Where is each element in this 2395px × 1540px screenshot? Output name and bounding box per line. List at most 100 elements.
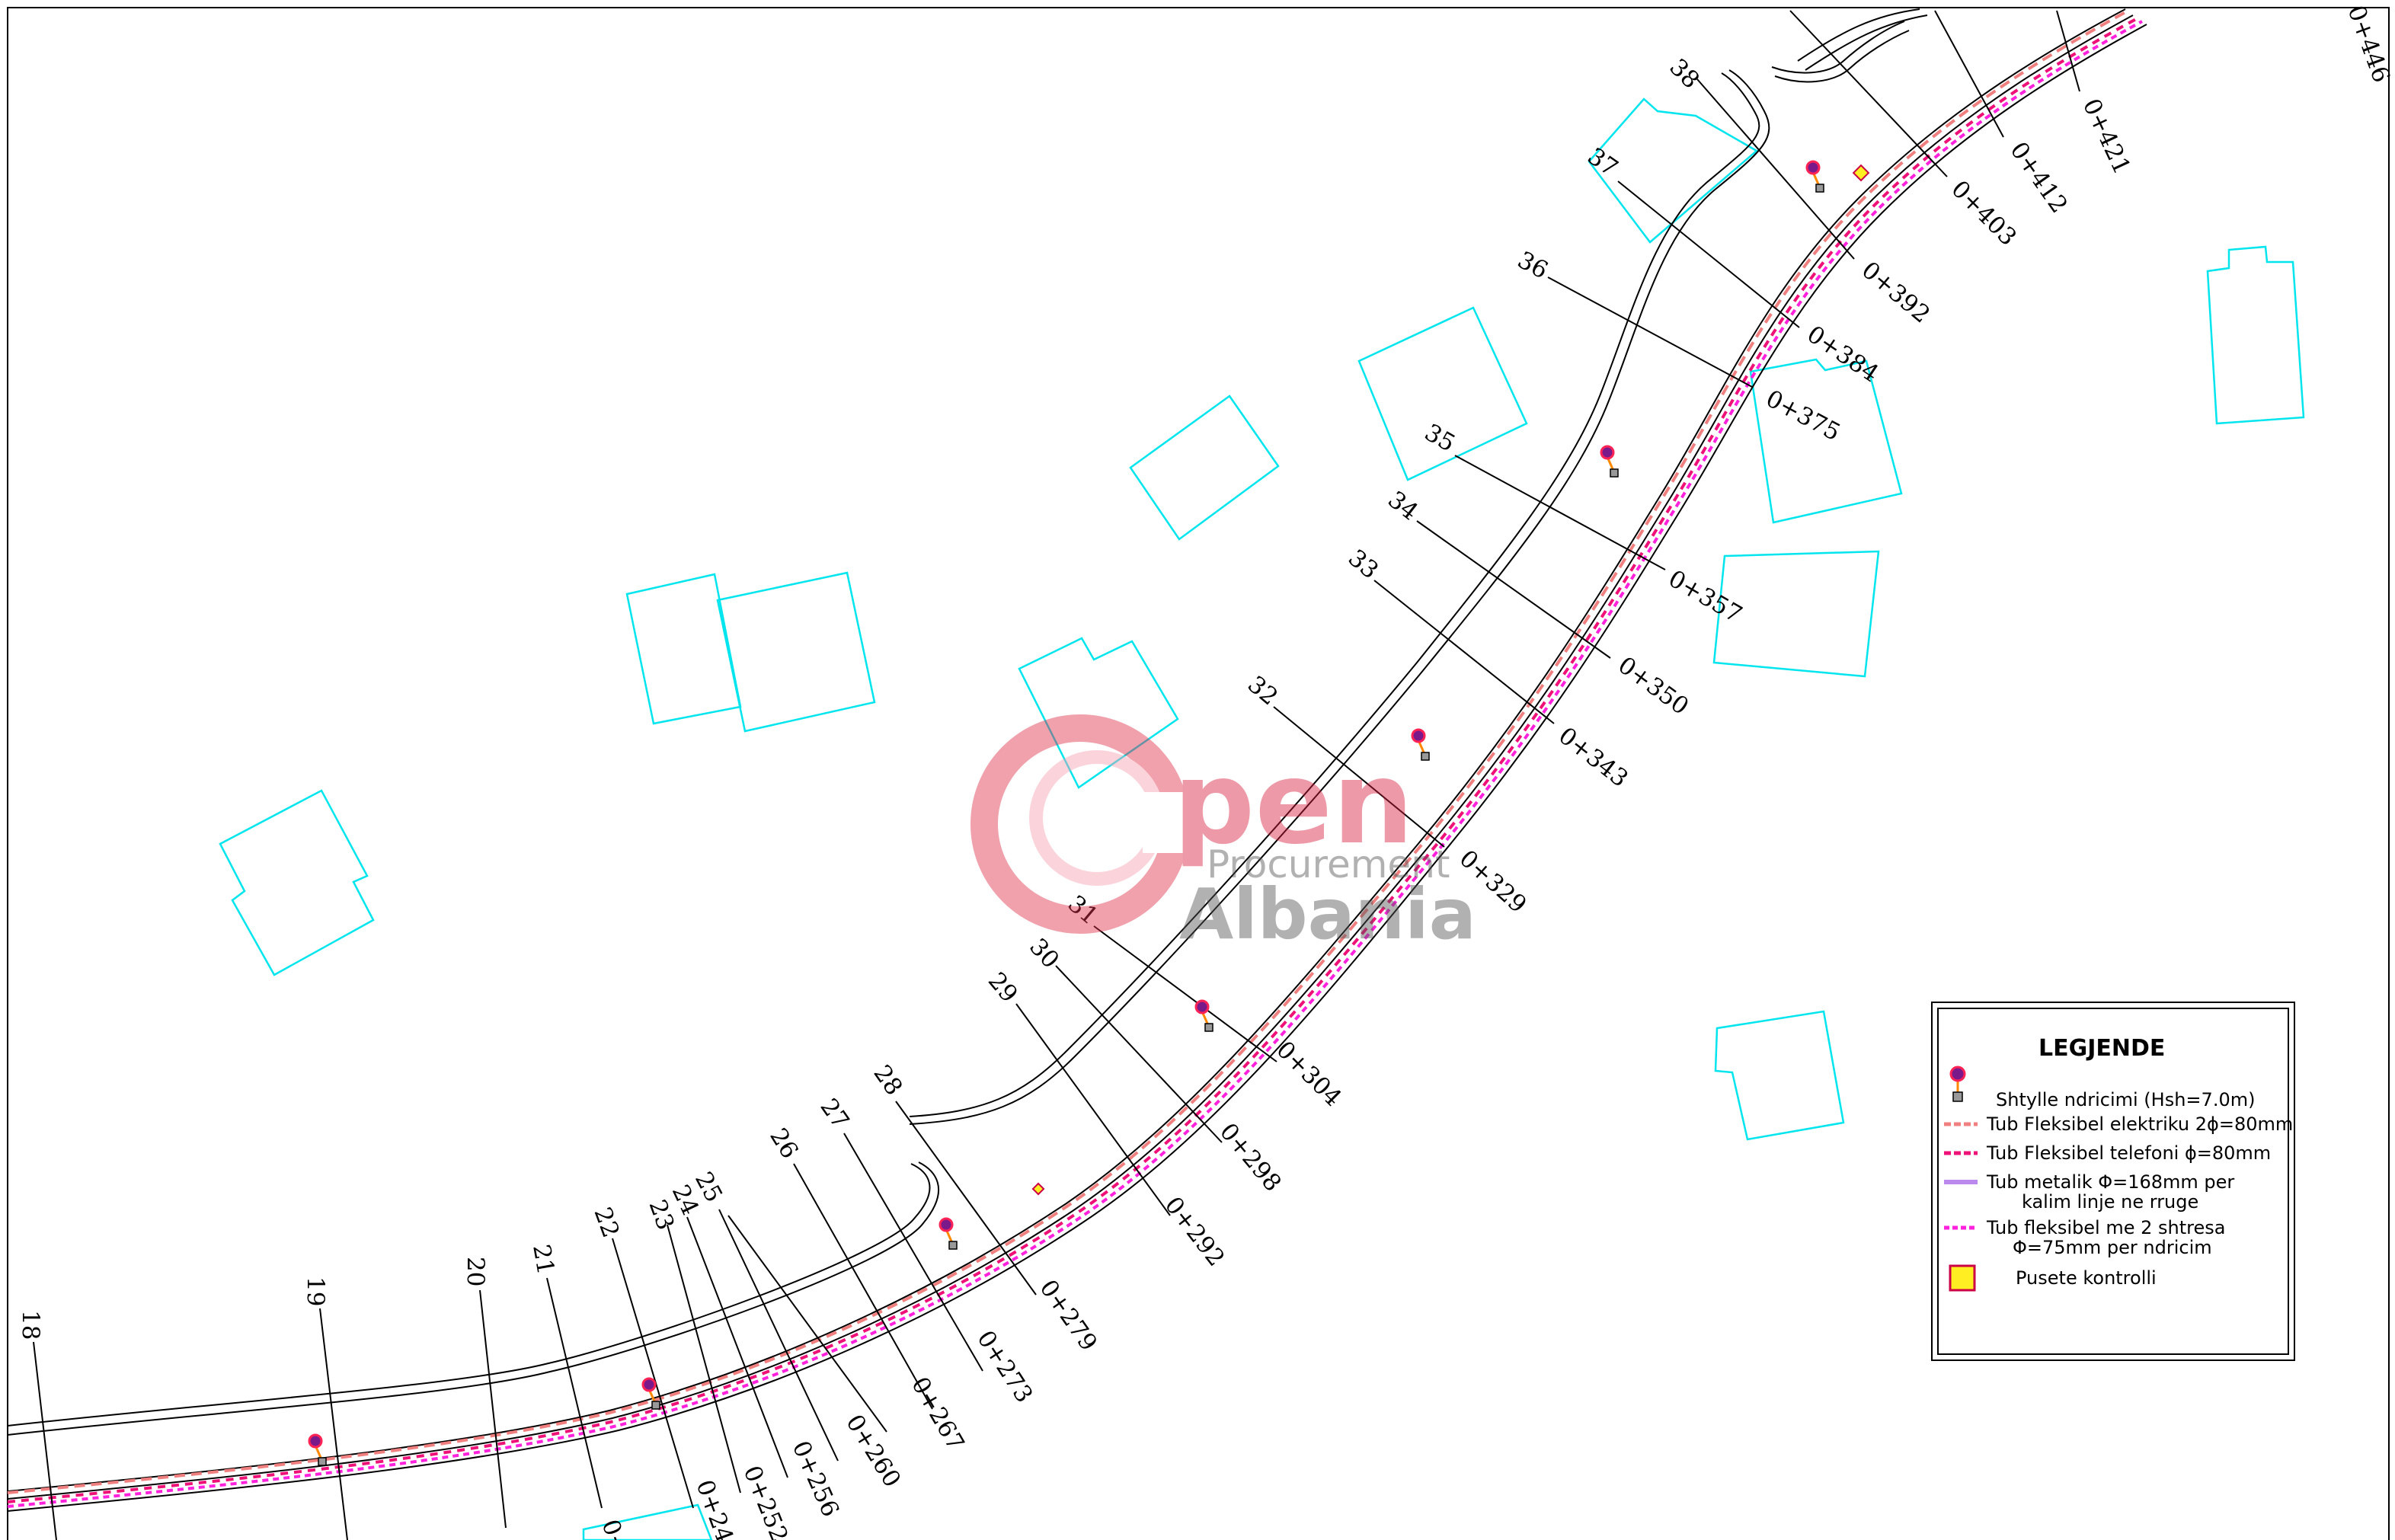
station-number-label: 38 bbox=[1664, 53, 1704, 94]
station-number-label: 36 bbox=[1513, 246, 1552, 284]
station-number-label: 18 bbox=[17, 1310, 44, 1340]
cross-section-line bbox=[718, 1209, 839, 1462]
chainage-label: 0+256 bbox=[787, 1437, 845, 1521]
road-edge bbox=[1771, 21, 1905, 74]
station-number-label: 32 bbox=[1242, 671, 1283, 711]
watermark-gap bbox=[1143, 792, 1188, 853]
tel-pipe-route bbox=[7, 17, 2138, 1503]
cross-section-line bbox=[1055, 965, 1223, 1143]
station-number-label: 22 bbox=[588, 1203, 624, 1241]
chainage-label: 0+403 bbox=[1946, 175, 2022, 251]
building-outline bbox=[1588, 97, 1759, 244]
chainage-label: 0+24 bbox=[690, 1476, 738, 1540]
station-number-label: 37 bbox=[1582, 142, 1623, 182]
road-edge bbox=[1805, 14, 1928, 71]
cross-section-line bbox=[33, 1341, 57, 1540]
legend-label-metal-2: kalim linje ne rruge bbox=[2022, 1191, 2198, 1213]
building-outline bbox=[625, 573, 742, 725]
legend-label-elec: Tub Fleksibel elektriku 2ϕ=80mm bbox=[1986, 1113, 2293, 1135]
road-edge bbox=[1797, 8, 1920, 62]
cross-section-line bbox=[1789, 10, 1948, 177]
legend-label-light: Tub fleksibel me 2 shtresa bbox=[1986, 1217, 2225, 1238]
light-pole-icon bbox=[641, 1377, 660, 1410]
light-poles bbox=[308, 160, 1824, 1466]
chamber-icon bbox=[1031, 1182, 1045, 1196]
cross-section-line bbox=[1093, 925, 1277, 1062]
cross-section-line bbox=[1617, 181, 1800, 328]
cross-section-line bbox=[895, 1101, 1037, 1296]
road-edge bbox=[909, 72, 1760, 1117]
building-outline bbox=[1018, 637, 1179, 789]
building-outline bbox=[1749, 358, 1903, 524]
station-number-label: 28 bbox=[868, 1060, 907, 1101]
control-chambers bbox=[1031, 164, 1870, 1196]
chainage-label: 0+392 bbox=[1856, 257, 1935, 329]
watermark-word-3: Albania bbox=[1179, 874, 1476, 955]
chainage-label: 0+260 bbox=[840, 1410, 906, 1492]
building-outline bbox=[582, 1503, 713, 1540]
legend-label-tel: Tub Fleksibel telefoni ϕ=80mm bbox=[1986, 1142, 2271, 1164]
watermark-word-1: pen bbox=[1173, 737, 1414, 870]
chainage-label: 0+252 bbox=[738, 1462, 794, 1540]
cross-section-line bbox=[1416, 520, 1611, 659]
chamber-icon bbox=[1949, 1264, 1976, 1292]
chainage-label: 0+375 bbox=[1761, 385, 1845, 446]
watermark-word-2: Procurement bbox=[1207, 842, 1450, 887]
cross-section-line bbox=[793, 1163, 933, 1410]
light-pole-icon bbox=[1949, 1066, 1966, 1102]
building-outline bbox=[1714, 1010, 1845, 1141]
light-pole-icon bbox=[1411, 728, 1430, 761]
cross-section-line bbox=[1547, 276, 1753, 388]
legend-title: LEGJENDE bbox=[2038, 1035, 2165, 1062]
station-number-label: 26 bbox=[764, 1123, 803, 1164]
building-outline bbox=[219, 789, 375, 976]
chainage-label: 0+446 bbox=[2342, 2, 2395, 86]
light-pole-icon bbox=[1194, 999, 1213, 1032]
building-outline bbox=[1712, 550, 1880, 678]
cross-section-line bbox=[1273, 706, 1445, 848]
chainage-label: 0+384 bbox=[1802, 321, 1884, 388]
watermark-ring bbox=[1029, 750, 1165, 886]
light-pipe-route bbox=[7, 20, 2143, 1508]
watermark: pen Procurement Albania bbox=[970, 714, 1476, 955]
cross-section-line bbox=[319, 1308, 348, 1540]
building-outline bbox=[716, 571, 876, 733]
buildings bbox=[219, 97, 2305, 1540]
cross-section-line bbox=[2056, 10, 2080, 92]
chainage-label: 0+304 bbox=[1271, 1036, 1347, 1112]
light-pole-icon bbox=[1600, 445, 1619, 478]
road-edge bbox=[7, 1161, 940, 1436]
cross-section-line bbox=[479, 1289, 507, 1529]
legend-frame bbox=[1931, 1002, 2295, 1361]
chainage-label: 0+357 bbox=[1664, 565, 1747, 629]
chainage-label: 0+267 bbox=[906, 1372, 970, 1455]
legend-label-light-2: Φ=75mm per ndricim bbox=[2013, 1237, 2212, 1258]
chainage-label: 0+421 bbox=[2077, 94, 2136, 178]
road-edge bbox=[7, 1163, 931, 1427]
chainage-label: 0+273 bbox=[971, 1326, 1038, 1408]
legend-box: LEGJENDE Shtylle ndricimi (Hsh=7.0m) Tub… bbox=[1931, 1002, 2295, 1361]
building-outline bbox=[1357, 306, 1528, 481]
road-edge bbox=[7, 8, 2126, 1492]
chainage-label: 0+298 bbox=[1214, 1118, 1287, 1197]
chainage-label: 0+350 bbox=[1613, 651, 1693, 720]
cross-section-line bbox=[686, 1216, 788, 1478]
station-number-label: 27 bbox=[814, 1094, 854, 1134]
road-edges bbox=[7, 8, 1928, 1436]
light-pole-icon bbox=[1805, 160, 1824, 193]
road-edge bbox=[7, 24, 2147, 1512]
station-number-label: 20 bbox=[462, 1257, 489, 1286]
station-number-label: 29 bbox=[983, 967, 1023, 1008]
station-number-label: 33 bbox=[1343, 545, 1383, 585]
cross-section-line bbox=[1454, 455, 1666, 570]
station-number-label: 34 bbox=[1383, 486, 1423, 526]
road-edge bbox=[1774, 30, 1910, 83]
cross-section-line bbox=[1696, 78, 1855, 260]
station-number-label: 21 bbox=[527, 1242, 559, 1276]
chainage-label: 0+343 bbox=[1553, 722, 1633, 793]
cross-section-line bbox=[667, 1224, 741, 1494]
cross-section-line bbox=[1373, 580, 1555, 724]
cross-section-line bbox=[612, 1238, 694, 1509]
cross-section-line bbox=[1015, 1003, 1171, 1216]
